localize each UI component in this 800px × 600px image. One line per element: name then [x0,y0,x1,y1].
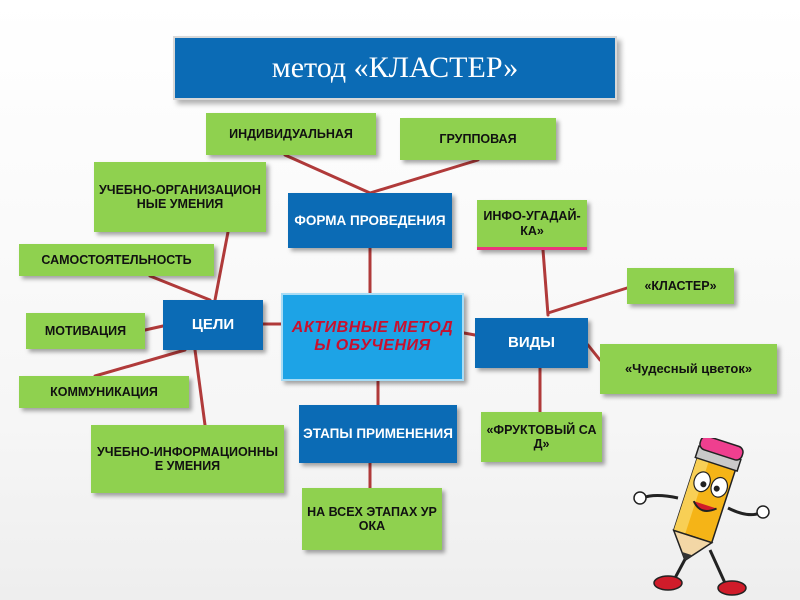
leaf-group: ГРУППОВАЯ [400,118,556,160]
link-uchebinf-celi [193,348,207,427]
leaf-tsvetok: «Чудесный цветок» [600,344,777,394]
leaf-ucheb-inf: УЧЕБНО-ИНФОРМАЦИОННЫЕ УМЕНИЯ [91,425,284,493]
link-individual-forma [283,153,372,195]
leaf-motiv: МОТИВАЦИЯ [26,313,145,349]
hub-celi: ЦЕЛИ [163,300,263,350]
leaf-vse-etapy: НА ВСЕХ ЭТАПАХ УРОКА [302,488,442,550]
page-title: метод «КЛАСТЕР» [173,36,617,100]
link-vidy-center [462,331,477,337]
link-samost-celi [148,274,212,302]
link-info-vidy [541,248,550,317]
leaf-kommun: КОММУНИКАЦИЯ [19,376,189,408]
link-tsvetok-vidy [586,343,602,362]
leaf-info: ИНФО-УГАДАЙ-КА» [477,200,587,250]
link-kommun-celi [93,348,187,378]
pencil-mascot-icon [633,438,770,596]
link-motiv-celi [143,324,165,332]
link-group-forma [368,158,480,195]
hub-forma: ФОРМА ПРОВЕДЕНИЯ [288,193,452,248]
leaf-ucheb-org: УЧЕБНО-ОРГАНИЗАЦИОННЫЕ УМЕНИЯ [94,162,266,232]
link-ucheborg-celi [213,230,230,302]
leaf-sad: «ФРУКТОВЫЙ САД» [481,412,602,462]
leaf-samost: САМОСТОЯТЕЛЬНОСТЬ [19,244,214,276]
hub-vidy: ВИДЫ [475,318,588,368]
hub-etapy: ЭТАПЫ ПРИМЕНЕНИЯ [299,405,457,463]
link-klaster-vidy [546,286,629,315]
leaf-individual: ИНДИВИДУАЛЬНАЯ [206,113,376,155]
leaf-klaster: «КЛАСТЕР» [627,268,734,304]
center-node: АКТИВНЫЕ МЕТОДЫ ОБУЧЕНИЯ [281,293,464,381]
